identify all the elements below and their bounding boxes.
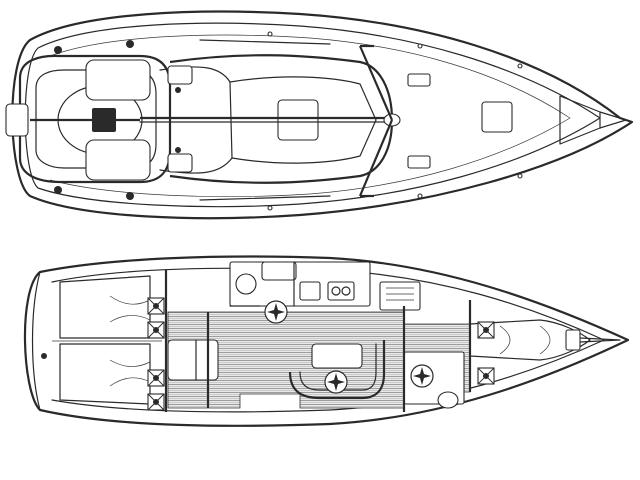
helm-seat [5, 103, 29, 137]
saloon-settee-inner [299, 343, 377, 391]
aft-berth-stbd [59, 343, 151, 405]
stanchion [417, 193, 423, 199]
stanchion [267, 31, 273, 37]
deck-vent-port [407, 73, 431, 87]
deck-plan [5, 10, 634, 220]
deck-hull-outline [11, 10, 634, 220]
deck-edge-line [49, 34, 571, 197]
saloon-table [311, 343, 363, 369]
aft-berth-stbd-pillows [109, 359, 151, 387]
bow-tip [579, 337, 621, 343]
deck-toe-rail [24, 22, 601, 208]
shroud-stbd [358, 119, 394, 197]
winch-icon [126, 40, 134, 48]
chart-table [167, 339, 219, 381]
cockpit-seat-outline [35, 69, 157, 169]
stanchion [267, 205, 273, 211]
fwd-locker [379, 281, 421, 311]
fan-icon [477, 367, 495, 385]
steering-pedestal [92, 108, 116, 132]
sink-icon [299, 281, 321, 301]
transom-line [31, 271, 41, 411]
genoa-track-stbd [199, 195, 331, 201]
compass-icon [410, 364, 434, 388]
heads-counter [261, 261, 297, 281]
fan-icon [147, 369, 165, 387]
shroud-port [358, 45, 394, 121]
toilet-icon [235, 273, 257, 295]
stove-burner [341, 286, 351, 296]
toilet-icon [437, 391, 459, 409]
winch-icon [126, 192, 134, 200]
fan-icon [147, 321, 165, 339]
v-berth-pillows [499, 325, 551, 355]
compass-icon [324, 370, 348, 394]
fan-icon [477, 321, 495, 339]
stove-icon [327, 281, 355, 301]
fan-icon [147, 393, 165, 411]
winch-icon [54, 186, 62, 194]
stanchion [517, 173, 523, 179]
cockpit-seat-left [85, 59, 151, 101]
compass-icon [264, 300, 288, 324]
aft-berth-port-pillows [109, 295, 151, 323]
fan-icon [147, 297, 165, 315]
aft-berth-port [59, 275, 151, 339]
stanchion [417, 43, 423, 49]
winch-icon [175, 147, 181, 153]
interior-plan [23, 255, 630, 427]
transom-fitting [41, 353, 47, 359]
v-berth [469, 319, 591, 361]
hatch-icon [277, 99, 319, 141]
winch-box-port [167, 65, 193, 85]
fwd-locker-lines [386, 287, 414, 301]
cockpit-coaming [18, 54, 172, 184]
winch-icon [175, 87, 181, 93]
deck-vent-stbd [407, 155, 431, 169]
stanchion [517, 63, 523, 69]
bow-pulpit [599, 111, 627, 129]
foredeck-hatch [481, 101, 513, 133]
genoa-track-port [199, 39, 331, 45]
cockpit-seat-right [85, 139, 151, 181]
winch-icon [54, 46, 62, 54]
bow-locker [565, 329, 581, 351]
winch-box-stbd [167, 153, 193, 173]
stove-burner [331, 286, 341, 296]
saloon-settee [288, 340, 386, 400]
coachroof-inner [229, 76, 377, 164]
